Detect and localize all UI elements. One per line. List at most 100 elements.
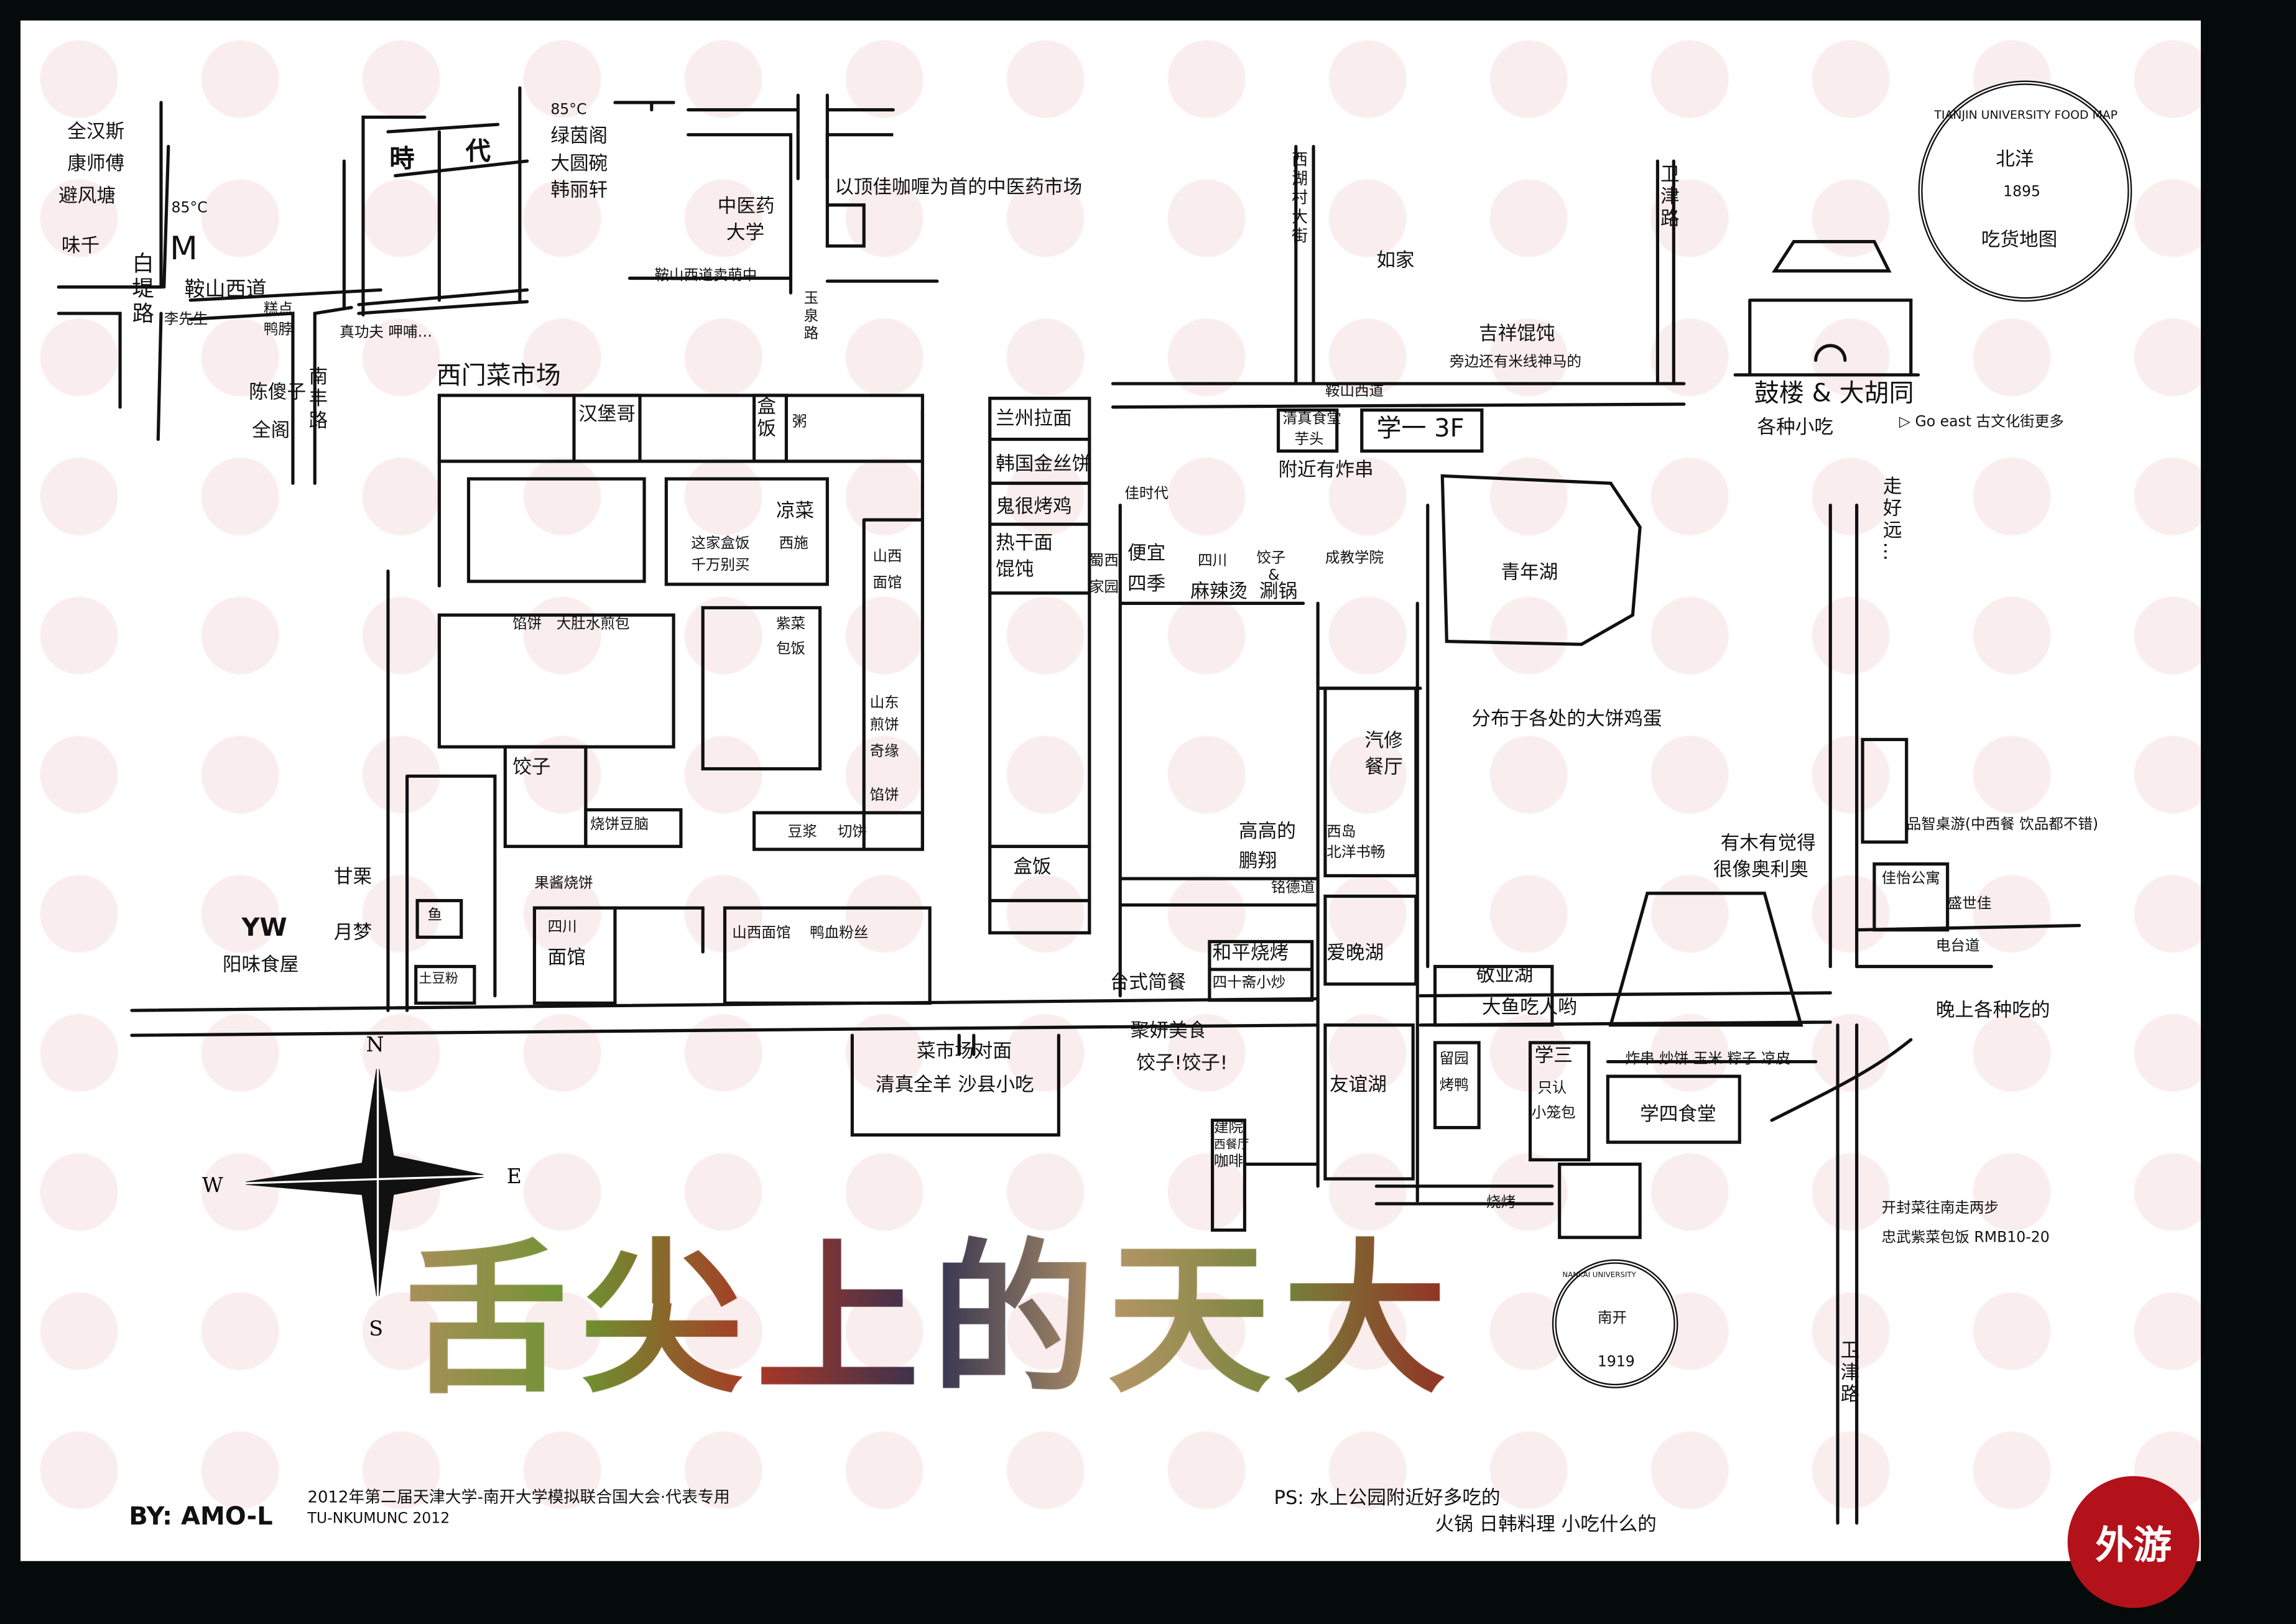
label-qixiu-b: 餐厅 (1364, 757, 1403, 780)
label-dai: 代 (465, 137, 491, 167)
compass-north: N (366, 1033, 384, 1058)
map-title: 舌尖上的天大 (404, 1224, 1459, 1416)
road-anshan-cute: 鞍山西道卖萌中 (654, 268, 757, 284)
label-liangcai: 凉菜 (775, 501, 815, 523)
label-jixiang: 吉祥馄饨 (1479, 323, 1555, 346)
label-bifengtang: 避风塘 (58, 186, 116, 208)
label-tcm-univ-1: 中医药 (717, 196, 775, 218)
label-liuyuan-b: 烤鸭 (1439, 1077, 1469, 1094)
label-jinsi: 韩国金丝饼 (996, 454, 1091, 476)
label-jiayi: 佳怡公寓 (1881, 871, 1940, 888)
label-quange: 全阁 (251, 420, 290, 443)
label-shuanguo-a: 饺子 (1256, 550, 1286, 567)
label-night-food: 晚上各种吃的 (1935, 1000, 2050, 1022)
label-jiashidai: 佳时代 (1124, 486, 1169, 502)
label-zhou: 粥 (792, 414, 807, 431)
label-yuemeng: 月梦 (333, 922, 373, 945)
label-reganmian-a: 热干面 (996, 533, 1053, 555)
label-qingnian-lake: 青年湖 (1501, 562, 1558, 584)
label-taishi: 台式简餐 (1109, 972, 1187, 995)
label-gulou: 鼓楼 & 大胡同 (1754, 379, 1914, 409)
ps-line-1: PS: 水上公园附近好多吃的 (1274, 1487, 1501, 1510)
label-liuyuan-a: 留园 (1439, 1051, 1469, 1068)
nankai-year: 1919 (1597, 1354, 1635, 1371)
label-qixiu-a: 汽修 (1364, 731, 1403, 753)
label-malatang-b: 麻辣烫 (1190, 581, 1248, 604)
ps-line-2: 火锅 日韩料理 小吃什么的 (1435, 1514, 1657, 1536)
label-kaifeng: 开封菜往南走两步 (1881, 1201, 1999, 1217)
label-snacks: 炸串 炒饼 玉米 粽子 凉皮… (1625, 1051, 1805, 1068)
label-yangwei: 阳味食屋 (222, 954, 299, 977)
label-jianyuan-a: 建院 (1213, 1120, 1244, 1137)
label-kangshifu: 康师傅 (67, 154, 125, 176)
compass-east: E (506, 1165, 522, 1189)
label-zhongwu: 忠武紫菜包饭 RMB10-20 (1881, 1230, 2050, 1247)
label-pengxiang-a: 高高的 (1238, 821, 1296, 844)
paper-sheet (20, 20, 2201, 1561)
label-tcm-market: 以顶佳咖喱为首的中医药市场 (835, 177, 1083, 200)
label-xuesan-c: 小笼包 (1531, 1105, 1576, 1122)
label-shandong-c: 奇缘 (869, 744, 899, 760)
label-xianbing-2: 馅饼 (869, 788, 899, 805)
tju-food-map-seal: TIANJIN UNIVERSITY FOOD MAP 北洋 1895 吃货地图 (1918, 80, 2132, 302)
label-yaxue: 鸭血粉丝 (810, 925, 869, 942)
road-weijin-bottom: 卫津路 (1836, 1340, 1858, 1406)
label-hanlixuan: 韩丽轩 (550, 180, 608, 203)
label-dabing: 分布于各处的大饼鸡蛋 (1471, 708, 1662, 731)
road-mingde: 铭德道 (1271, 880, 1315, 897)
label-pengxiang-b: 鹏翔 (1238, 851, 1277, 873)
label-yw: YW (241, 913, 287, 943)
label-zhejia: 这家盒饭 (691, 536, 750, 552)
label-shaobing: 烧饼豆脑 (590, 817, 649, 834)
label-beiyang-b: 北洋书畅 (1326, 845, 1386, 861)
label-xianbing-1: 馅饼 (512, 616, 542, 633)
label-qingzhen-st-a: 清真食堂 (1282, 411, 1341, 428)
label-shandong-b: 煎饼 (869, 717, 899, 734)
label-shengshi: 盛世佳 (1947, 896, 1992, 913)
label-xueyi: 学一 3F (1376, 414, 1465, 444)
label-zhengongfu: 真功夫 呷哺… (340, 325, 433, 341)
label-dayuanwan: 大圆碗 (550, 154, 608, 176)
label-jianyuan-b: 西餐厅 (1213, 1138, 1249, 1151)
label-shandong-a: 山东 (869, 695, 899, 712)
label-pinzhi: 品智桌游(中西餐 饮品都不错) (1906, 817, 2099, 834)
seal-bottom-text: 吃货地图 (1981, 229, 2058, 252)
label-chenshazi: 陈傻子 (249, 382, 307, 405)
label-shuxi-b: 家园 (1089, 579, 1119, 596)
label-jianyuan-c: 咖啡 (1213, 1153, 1244, 1170)
label-ganli: 甘栗 (333, 867, 373, 889)
label-xuesi: 学四食堂 (1640, 1104, 1716, 1127)
label-sichuan-a: 四川 (547, 920, 577, 936)
road-weijin-top: 卫津路 (1655, 164, 1678, 230)
nankai-ring-text: NANKAI UNIVERSITY (1562, 1271, 1636, 1280)
label-dayu: 大鱼吃人哟 (1481, 997, 1577, 1020)
label-gezhong-xiaochi: 各种小吃 (1757, 417, 1833, 440)
label-far: 走好远… (1878, 476, 1901, 564)
road-baidi: 白堤路 (129, 252, 156, 327)
label-shuanguo-b: & (1268, 568, 1280, 584)
event-code: TU-NKUMUNC 2012 (307, 1511, 450, 1528)
label-zicai-b: 包饭 (775, 641, 806, 658)
label-zicai-a: 紫菜 (775, 616, 806, 633)
label-hefan-1: 盒饭 (757, 397, 776, 441)
road-xihucun: 西湖村大街 (1289, 150, 1309, 246)
road-yuquan: 玉泉路 (800, 290, 817, 343)
label-oreo-b: 很像奥利奥 (1713, 859, 1808, 882)
road-anshan-west: 鞍山西道 (184, 278, 267, 302)
label-lvyinge: 绿茵阁 (550, 126, 608, 148)
label-aiwan-lake: 爱晚湖 (1326, 943, 1384, 966)
road-nanfeng: 南丰路 (304, 366, 326, 432)
label-pianyi-a: 便宜 (1127, 543, 1166, 566)
label-dadu: 大肚水煎包 (556, 616, 630, 633)
label-tudoufen: 土豆粉 (419, 972, 459, 987)
mcdonalds-icon: M (170, 231, 198, 269)
event-name: 2012年第二届天津大学-南开大学模拟联合国大会·代表专用 (307, 1487, 730, 1507)
label-hanbaoge: 汉堡哥 (578, 404, 636, 427)
label-shi: 時 (389, 145, 415, 175)
label-qianwan: 千万别买 (691, 558, 750, 574)
label-across-market: 菜市场对面 (916, 1041, 1012, 1063)
label-hefan-2: 盒饭 (1013, 856, 1052, 879)
label-yabo: 鸭脖 (263, 322, 293, 339)
label-chengjiao: 成教学院 (1325, 550, 1384, 567)
